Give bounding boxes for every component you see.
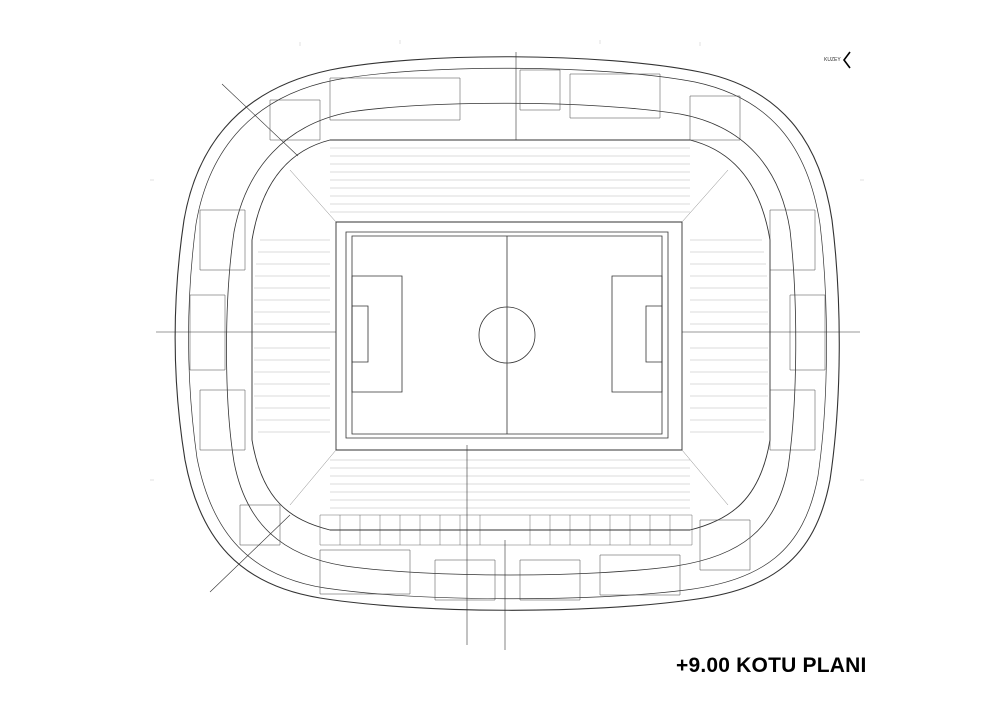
concourse-outer (227, 103, 796, 575)
seating-bowl-outer (252, 140, 770, 530)
corner-stands (290, 170, 728, 505)
skybox-row (320, 515, 692, 545)
drawing-title: +9.00 KOTU PLANI (676, 654, 867, 677)
service-rooms (190, 70, 825, 600)
north-arrow: KUZEY (824, 50, 854, 72)
grid-axes (156, 52, 860, 650)
seat-rows-west (254, 240, 330, 432)
north-label: KUZEY (824, 57, 841, 63)
outer-facade (175, 57, 839, 611)
seat-rows-south (330, 460, 690, 508)
seat-rows-north (330, 148, 690, 212)
seat-rows-east (690, 240, 768, 432)
football-pitch (346, 232, 668, 438)
north-arrow-icon (824, 50, 854, 72)
dimension-ticks (150, 40, 864, 480)
seating-bowl-inner (336, 222, 682, 450)
outer-facade-inner (189, 68, 827, 599)
